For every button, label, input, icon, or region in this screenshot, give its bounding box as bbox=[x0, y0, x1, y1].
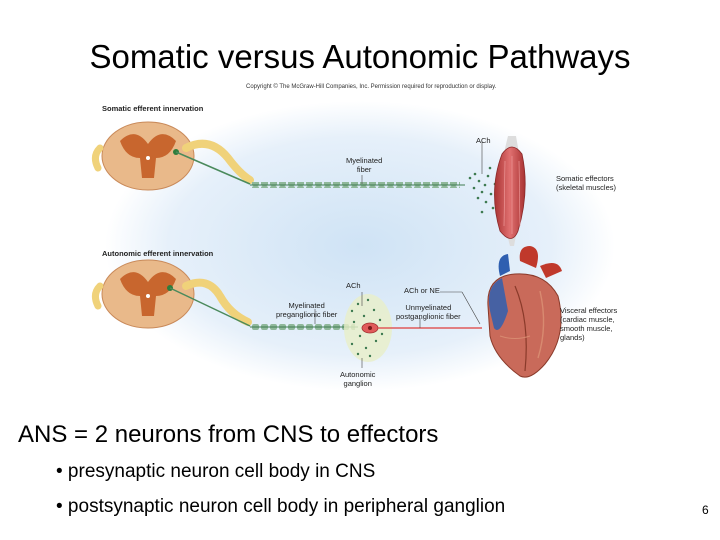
somatic-spinal-cord bbox=[91, 121, 254, 191]
ach-label-somatic: ACh bbox=[476, 136, 491, 145]
somatic-axon bbox=[175, 151, 251, 185]
ach-label-autonomic: ACh bbox=[346, 281, 361, 290]
autonomic-heading: Autonomic efferent innervation bbox=[102, 249, 214, 258]
copyright-notice: Copyright © The McGraw-Hill Companies, I… bbox=[246, 84, 497, 90]
heart bbox=[487, 246, 562, 378]
autonomic-ganglion-label: Autonomic ganglion bbox=[340, 370, 376, 388]
bullet-postsynaptic: • postsynaptic neuron cell body in perip… bbox=[56, 496, 506, 517]
somatic-heading: Somatic efferent innervation bbox=[102, 104, 204, 113]
skeletal-muscle bbox=[494, 136, 526, 246]
pathway-diagram: Somatic efferent innervation ACh Myelina… bbox=[90, 96, 630, 396]
autonomic-spinal-cord bbox=[91, 259, 252, 329]
slide-title: Somatic versus Autonomic Pathways bbox=[89, 38, 631, 75]
leader-lines bbox=[314, 142, 483, 368]
page-number: 6 bbox=[702, 503, 709, 517]
visceral-effectors-label: Visceral effectors (cardiac muscle, smoo… bbox=[560, 306, 618, 342]
pathway-illustration bbox=[91, 101, 615, 391]
summary-text: ANS = 2 neurons from CNS to effectors bbox=[18, 421, 439, 448]
somatic-effectors-label: Somatic effectors (skeletal muscles) bbox=[556, 174, 617, 192]
somatic-axon-terminals bbox=[468, 166, 500, 214]
bullet-presynaptic: • presynaptic neuron cell body in CNS bbox=[56, 461, 376, 482]
autonomic-ganglion bbox=[344, 294, 392, 362]
postganglionic-fiber-label: Unmyelinated postganglionic fiber bbox=[396, 303, 461, 321]
preganglionic-fiber-label: Myelinated preganglionic fiber bbox=[276, 301, 338, 319]
myelinated-fiber-label: Myelinated fiber bbox=[346, 156, 383, 174]
ach-or-ne-label: ACh or NE bbox=[404, 286, 440, 295]
